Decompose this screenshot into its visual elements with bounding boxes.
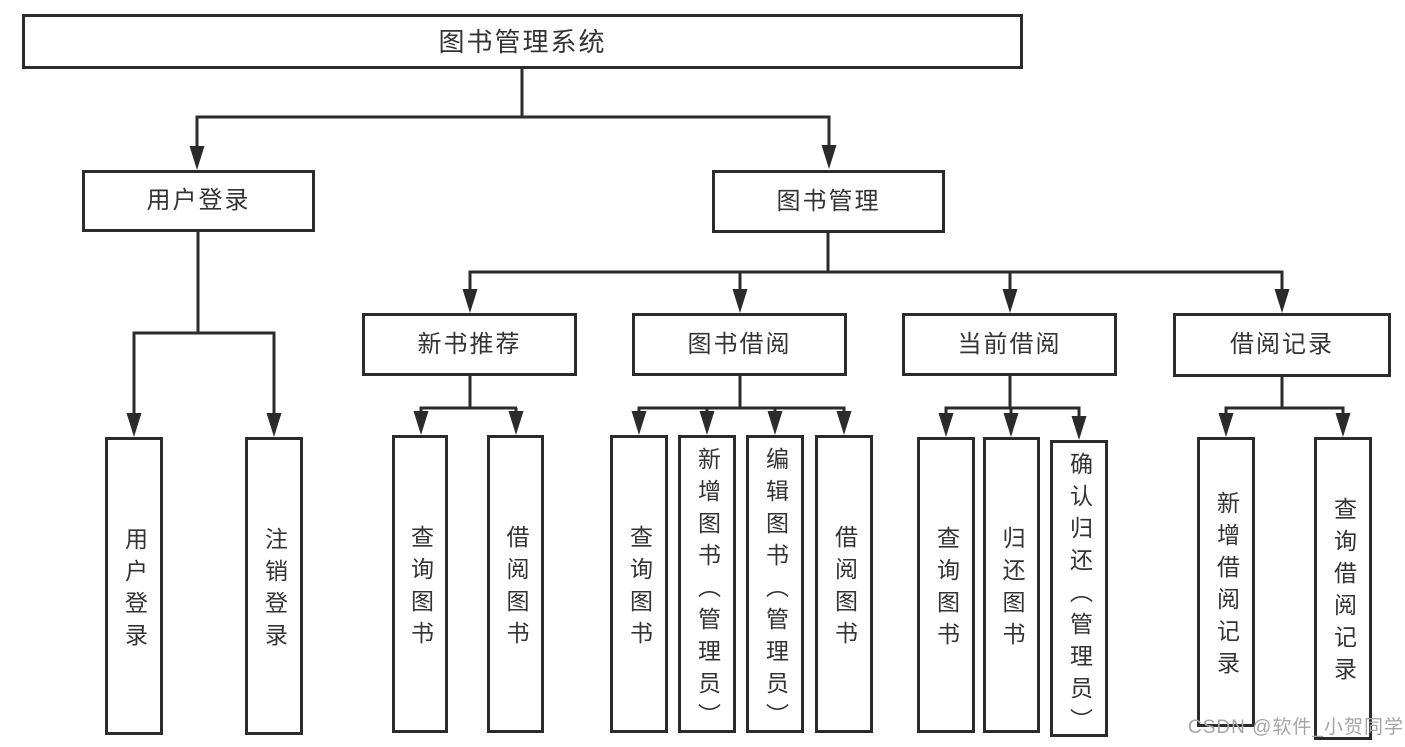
leaf-query-books-3: 查询图书 (917, 437, 975, 733)
arrowhead-icon (1218, 413, 1234, 437)
leaf-confirm-return-admin: 确认归还（管理员） (1050, 440, 1108, 740)
leaf-logout: 注销登录 (245, 437, 303, 735)
node-book-mgmt: 图书管理 (712, 170, 945, 233)
arrowhead-icon (699, 411, 715, 435)
leaf-query-borrow-record: 查询借阅记录 (1314, 437, 1372, 740)
leaf-user-login: 用户登录 (105, 437, 163, 735)
connector-current-borrow-to-leaves (938, 376, 1087, 440)
arrowhead-icon (1335, 413, 1351, 437)
connector-root-to-level2 (189, 69, 837, 170)
arrowhead-icon (1071, 416, 1087, 440)
arrowhead-icon (821, 145, 837, 169)
connector-borrow-records-to-leaves (1218, 377, 1351, 437)
arrowhead-icon (1274, 289, 1290, 313)
arrowhead-icon (189, 146, 205, 170)
leaf-return-books: 归还图书 (983, 437, 1040, 733)
connector-book-mgmt-to-level3 (462, 233, 1290, 313)
arrowhead-icon (767, 411, 783, 435)
connector-new-book-to-leaves (413, 376, 524, 435)
node-new-book-recommend: 新书推荐 (362, 313, 577, 376)
leaf-borrow-books-2: 借阅图书 (815, 435, 873, 733)
leaf-query-books-2: 查询图书 (610, 435, 668, 733)
arrowhead-icon (508, 411, 524, 435)
arrowhead-icon (462, 289, 478, 313)
leaf-query-books-1: 查询图书 (392, 435, 448, 733)
arrowhead-icon (836, 411, 852, 435)
node-user-login: 用户登录 (82, 170, 315, 232)
leaf-add-books-admin: 新增图书（管理员） (678, 435, 736, 735)
arrowhead-icon (1002, 289, 1018, 313)
arrowhead-icon (938, 413, 954, 437)
csdn-watermark: CSDN @软件_小贺同学 (1188, 717, 1404, 738)
leaf-borrow-books-1: 借阅图书 (487, 435, 544, 733)
arrowhead-icon (413, 411, 429, 435)
leaf-add-borrow-record: 新增借阅记录 (1197, 437, 1255, 727)
arrowhead-icon (266, 413, 282, 437)
connector-user-login-to-leaves (126, 232, 282, 437)
leaf-edit-books-admin: 编辑图书（管理员） (746, 435, 804, 735)
arrowhead-icon (732, 289, 748, 313)
connector-book-borrow-to-leaves (631, 376, 852, 435)
arrowhead-icon (1003, 413, 1019, 437)
node-current-borrow: 当前借阅 (902, 313, 1117, 376)
node-root: 图书管理系统 (22, 14, 1023, 69)
node-book-borrow: 图书借阅 (632, 313, 847, 376)
arrowhead-icon (126, 413, 142, 437)
arrowhead-icon (631, 411, 647, 435)
node-borrow-records: 借阅记录 (1173, 313, 1391, 377)
